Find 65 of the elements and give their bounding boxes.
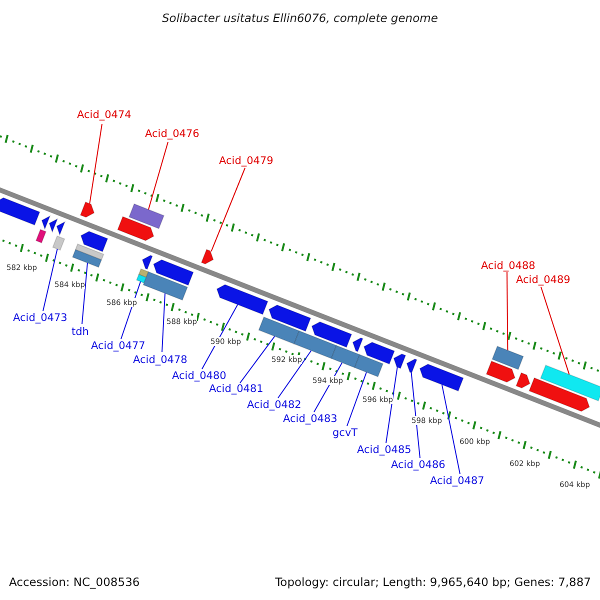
gene-bar bbox=[35, 228, 47, 244]
leader-line bbox=[441, 384, 460, 474]
gene-bar bbox=[354, 354, 384, 378]
gene-bar bbox=[311, 321, 352, 348]
leader-line bbox=[82, 262, 88, 324]
gene-label: Acid_0479 bbox=[219, 155, 274, 167]
gene-label: Acid_0482 bbox=[247, 399, 302, 411]
gene-label: gcvT bbox=[332, 427, 358, 439]
gene-label: Acid_0481 bbox=[209, 383, 264, 395]
leader-line bbox=[210, 168, 246, 252]
gene-label: Acid_0474 bbox=[77, 109, 132, 121]
gene-bar bbox=[41, 216, 50, 230]
leader-line bbox=[410, 372, 420, 458]
leader-line bbox=[540, 286, 570, 375]
genome-info-text: Topology: circular; Length: 9,965,640 bp; Genes: 7,887 bbox=[275, 575, 591, 589]
gene-label: Acid_0487 bbox=[430, 475, 484, 487]
gene-bar bbox=[128, 203, 165, 230]
leader-line bbox=[346, 372, 367, 426]
gene-bar bbox=[419, 364, 464, 392]
gene-bar bbox=[200, 248, 214, 264]
gene-bar bbox=[142, 271, 188, 301]
gene-label: tdh bbox=[72, 326, 89, 338]
gene-bar bbox=[258, 316, 300, 345]
gene-bar bbox=[0, 197, 40, 226]
leader-line bbox=[506, 272, 508, 351]
leader-line bbox=[386, 366, 398, 444]
accession-text: Accession: NC_008536 bbox=[9, 575, 140, 589]
gene-bar bbox=[352, 337, 364, 352]
gene-bar bbox=[393, 353, 406, 370]
leader-line bbox=[148, 142, 168, 210]
gene-bar bbox=[72, 243, 104, 268]
gene-label: Acid_0488 bbox=[481, 260, 536, 272]
gene-bar bbox=[486, 360, 516, 383]
leader-line bbox=[240, 336, 276, 384]
leader-line bbox=[202, 304, 238, 370]
gene-bar bbox=[330, 344, 360, 368]
gene-bar bbox=[528, 377, 590, 412]
gene-label: Acid_0483 bbox=[283, 413, 338, 425]
leader-line bbox=[42, 248, 58, 312]
gene-bar bbox=[117, 216, 154, 242]
gene-bar bbox=[80, 230, 108, 252]
gene-label: Acid_0485 bbox=[357, 444, 412, 456]
gene-bar bbox=[48, 218, 58, 232]
gene-label: Acid_0478 bbox=[133, 354, 188, 366]
gene-label: Acid_0489 bbox=[516, 274, 570, 286]
gene-bar bbox=[515, 372, 530, 389]
gene-bar bbox=[152, 259, 194, 286]
gene-bar bbox=[268, 304, 312, 332]
leader-line bbox=[89, 124, 102, 204]
gene-bar bbox=[216, 284, 268, 316]
leader-line bbox=[162, 292, 166, 352]
gene-bar bbox=[142, 254, 154, 270]
gene-bar bbox=[56, 221, 66, 236]
chart-title: Solibacter usitatus Ellin6076, complete genome bbox=[162, 11, 438, 25]
gene-bar bbox=[492, 346, 524, 370]
gene-label: Acid_0473 bbox=[13, 312, 68, 324]
gene-label: Acid_0486 bbox=[391, 459, 446, 471]
gene-label: Acid_0476 bbox=[145, 128, 200, 140]
leader-line bbox=[278, 350, 312, 398]
gene-bar bbox=[406, 358, 418, 374]
gene-bar bbox=[540, 364, 600, 402]
gene-label: Acid_0480 bbox=[172, 370, 226, 382]
gene-label: Acid_0477 bbox=[91, 340, 146, 352]
gene-bar bbox=[52, 235, 66, 251]
gene-bar bbox=[80, 201, 95, 218]
